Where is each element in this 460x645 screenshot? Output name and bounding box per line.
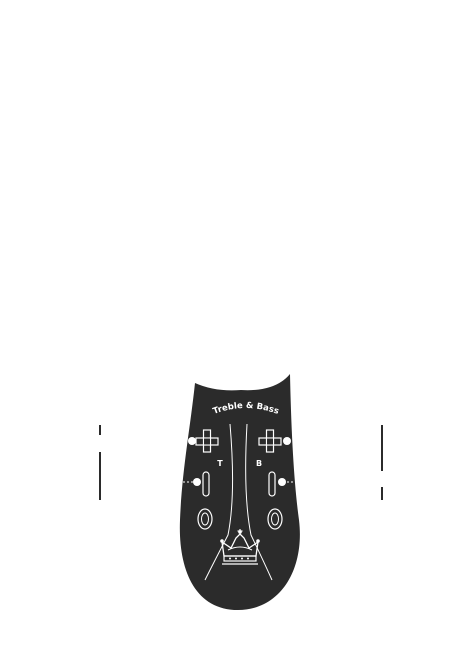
left-slot-icon: [202, 471, 210, 497]
left-knob-dot: [188, 437, 196, 445]
right-jack-icon: [267, 508, 283, 530]
right-rail-bottom: [381, 487, 383, 500]
plus-icon-right: [258, 429, 282, 453]
inner-guide-right: [245, 423, 273, 581]
left-rail-bottom: [99, 452, 101, 500]
plus-icon-left: [195, 429, 219, 453]
bass-label: B: [256, 459, 262, 468]
left-jack-icon: [197, 508, 213, 530]
crown-emblem: [220, 529, 260, 565]
faceplate-body: [179, 374, 300, 610]
right-minus-dot: [278, 478, 286, 486]
inner-guide-left: [204, 423, 234, 581]
right-knob-dot: [283, 437, 291, 445]
left-minus-dot: [193, 478, 201, 486]
right-rail-top: [381, 425, 383, 471]
treble-label: T: [217, 459, 223, 468]
left-rail-top: [99, 425, 101, 435]
right-slot-icon: [268, 471, 276, 497]
